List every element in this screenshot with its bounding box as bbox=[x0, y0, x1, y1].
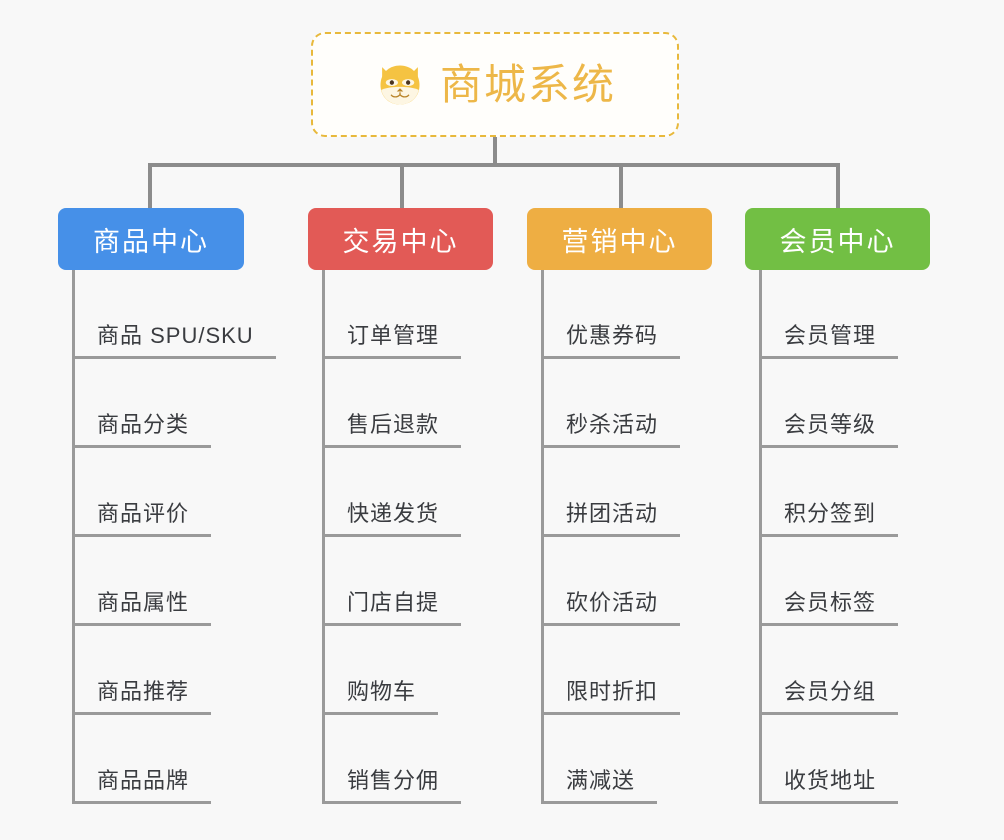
leaf-label: 满减送 bbox=[544, 763, 658, 804]
leaf-label: 限时折扣 bbox=[544, 674, 681, 715]
leaf-item[interactable]: 收货地址 bbox=[762, 715, 995, 804]
leaf-item[interactable]: 销售分佣 bbox=[325, 715, 558, 804]
leaf-label: 商品评价 bbox=[75, 496, 212, 537]
connector-drop-3 bbox=[836, 163, 840, 208]
leaf-item[interactable]: 限时折扣 bbox=[544, 626, 777, 715]
leaf-item[interactable]: 购物车 bbox=[325, 626, 558, 715]
connector-drop-2 bbox=[619, 163, 623, 208]
branch-column-member: 会员中心 会员管理 会员等级 积分签到 会员标签 会员分组 收货地址 bbox=[745, 208, 995, 804]
leaf-label: 售后退款 bbox=[325, 407, 462, 448]
leaf-label: 会员分组 bbox=[762, 674, 899, 715]
branch-spine-trade: 订单管理 售后退款 快递发货 门店自提 购物车 销售分佣 bbox=[322, 270, 558, 804]
connector-bus bbox=[148, 163, 840, 167]
branch-column-marketing: 营销中心 优惠券码 秒杀活动 拼团活动 砍价活动 限时折扣 满减送 bbox=[527, 208, 777, 804]
leaf-item[interactable]: 商品评价 bbox=[75, 448, 318, 537]
root-node[interactable]: 商城系统 bbox=[311, 32, 679, 137]
branch-column-product: 商品中心 商品 SPU/SKU 商品分类 商品评价 商品属性 商品推荐 商品品牌 bbox=[58, 208, 318, 804]
leaf-item[interactable]: 会员管理 bbox=[762, 270, 995, 359]
leaf-label: 秒杀活动 bbox=[544, 407, 681, 448]
leaf-item[interactable]: 秒杀活动 bbox=[544, 359, 777, 448]
leaf-label: 门店自提 bbox=[325, 585, 462, 626]
leaf-label: 商品属性 bbox=[75, 585, 212, 626]
leaf-label: 商品推荐 bbox=[75, 674, 212, 715]
leaf-item[interactable]: 会员等级 bbox=[762, 359, 995, 448]
leaf-item[interactable]: 售后退款 bbox=[325, 359, 558, 448]
leaf-item[interactable]: 积分签到 bbox=[762, 448, 995, 537]
leaf-label: 积分签到 bbox=[762, 496, 899, 537]
leaf-label: 砍价活动 bbox=[544, 585, 681, 626]
leaf-label: 商品 SPU/SKU bbox=[75, 318, 276, 359]
category-header-product[interactable]: 商品中心 bbox=[58, 208, 244, 270]
branch-column-trade: 交易中心 订单管理 售后退款 快递发货 门店自提 购物车 销售分佣 bbox=[308, 208, 558, 804]
connector-stem bbox=[493, 137, 497, 166]
shiba-dog-face-icon bbox=[380, 65, 420, 104]
leaf-item[interactable]: 商品分类 bbox=[75, 359, 318, 448]
leaf-item[interactable]: 会员分组 bbox=[762, 626, 995, 715]
leaf-label: 优惠券码 bbox=[544, 318, 681, 359]
leaf-item[interactable]: 商品属性 bbox=[75, 537, 318, 626]
category-header-member[interactable]: 会员中心 bbox=[745, 208, 930, 270]
leaf-item[interactable]: 门店自提 bbox=[325, 537, 558, 626]
category-header-label: 商品中心 bbox=[93, 226, 209, 257]
leaf-item[interactable]: 满减送 bbox=[544, 715, 777, 804]
category-header-marketing[interactable]: 营销中心 bbox=[527, 208, 712, 270]
leaf-item[interactable]: 拼团活动 bbox=[544, 448, 777, 537]
category-header-label: 会员中心 bbox=[779, 226, 896, 257]
leaf-item[interactable]: 商品 SPU/SKU bbox=[75, 270, 318, 359]
leaf-label: 会员等级 bbox=[762, 407, 899, 448]
leaf-item[interactable]: 商品品牌 bbox=[75, 715, 318, 804]
leaf-label: 会员管理 bbox=[762, 318, 899, 359]
category-header-label: 营销中心 bbox=[561, 226, 678, 257]
leaf-label: 商品分类 bbox=[75, 407, 212, 448]
connector-drop-1 bbox=[400, 163, 404, 208]
category-header-trade[interactable]: 交易中心 bbox=[308, 208, 493, 270]
leaf-label: 收货地址 bbox=[762, 763, 899, 804]
leaf-item[interactable]: 订单管理 bbox=[325, 270, 558, 359]
leaf-label: 购物车 bbox=[325, 674, 439, 715]
leaf-item[interactable]: 快递发货 bbox=[325, 448, 558, 537]
leaf-label: 商品品牌 bbox=[75, 763, 212, 804]
leaf-label: 快递发货 bbox=[325, 496, 462, 537]
branch-spine-marketing: 优惠券码 秒杀活动 拼团活动 砍价活动 限时折扣 满减送 bbox=[541, 270, 777, 804]
connector-drop-0 bbox=[148, 163, 152, 208]
leaf-item[interactable]: 砍价活动 bbox=[544, 537, 777, 626]
leaf-item[interactable]: 会员标签 bbox=[762, 537, 995, 626]
leaf-label: 拼团活动 bbox=[544, 496, 681, 537]
leaf-label: 销售分佣 bbox=[325, 763, 462, 804]
category-header-label: 交易中心 bbox=[342, 226, 459, 257]
branch-spine-member: 会员管理 会员等级 积分签到 会员标签 会员分组 收货地址 bbox=[759, 270, 995, 804]
branch-spine-product: 商品 SPU/SKU 商品分类 商品评价 商品属性 商品推荐 商品品牌 bbox=[72, 270, 318, 804]
leaf-label: 订单管理 bbox=[325, 318, 462, 359]
leaf-item[interactable]: 商品推荐 bbox=[75, 626, 318, 715]
leaf-item[interactable]: 优惠券码 bbox=[544, 270, 777, 359]
leaf-label: 会员标签 bbox=[762, 585, 899, 626]
root-title: 商城系统 bbox=[439, 60, 616, 108]
